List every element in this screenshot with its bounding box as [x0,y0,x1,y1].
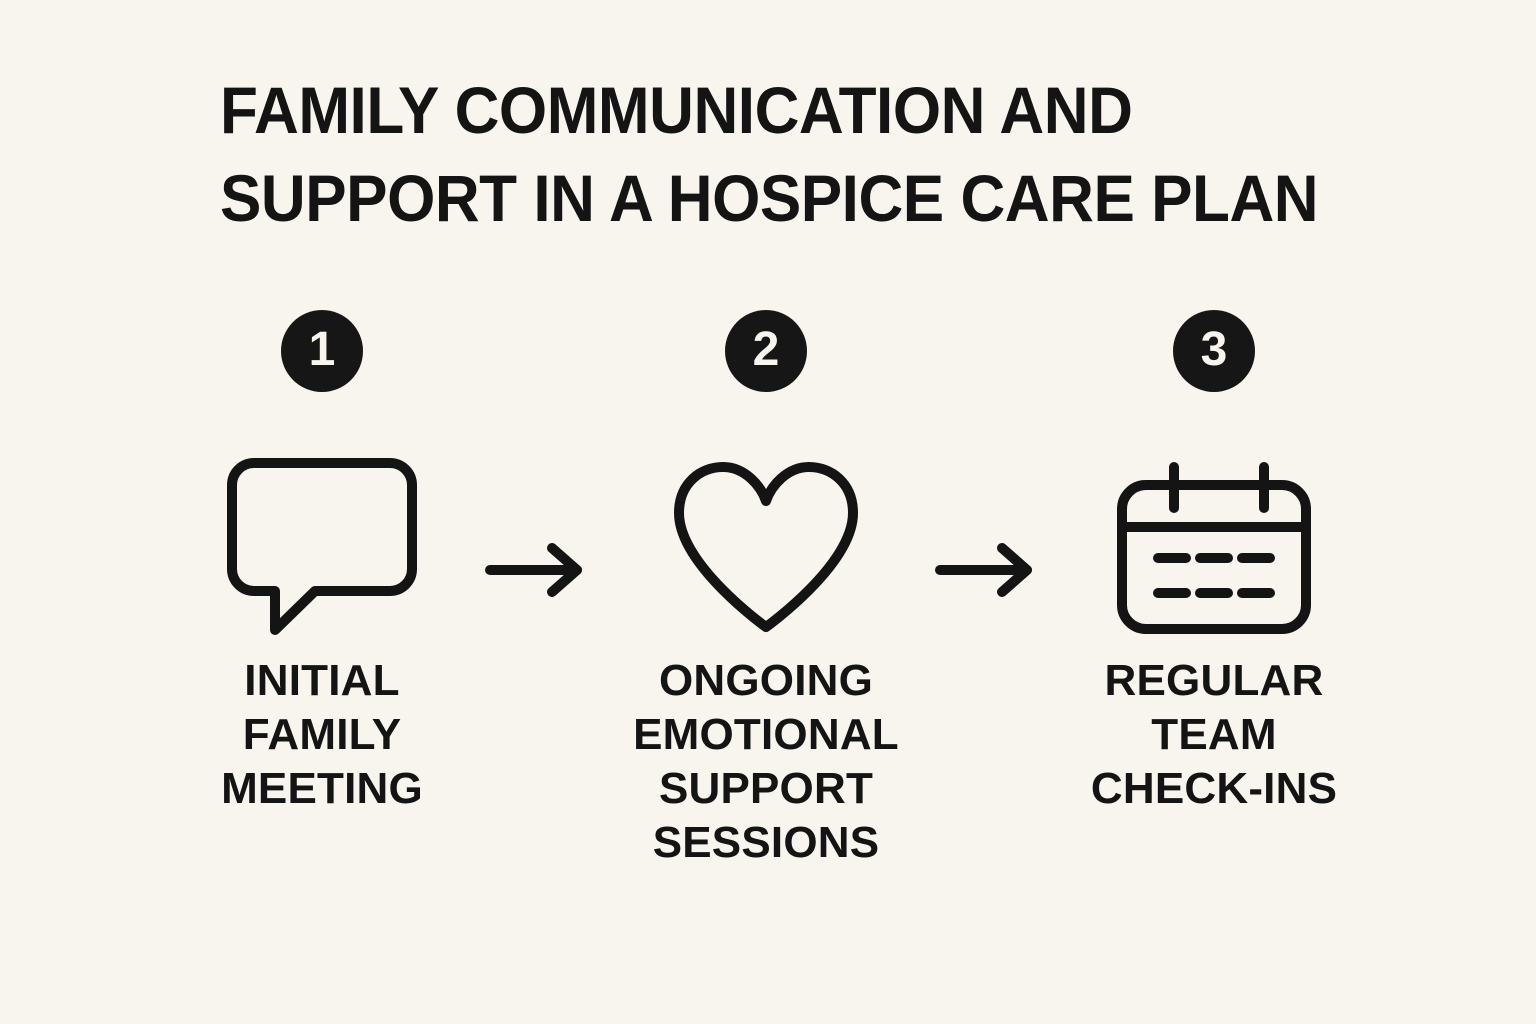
step-3-number-badge: 3 [1173,310,1255,392]
speech-bubble-icon [157,442,487,652]
step-1-number-badge: 1 [281,310,363,392]
arrow-right-icon-1 [482,540,592,600]
step-3-label: REGULAR TEAM CHECK-INS [1090,656,1338,813]
step-2-ongoing-emotional-support-sessions: 2 ONGOING EMOTIONAL SUPPORT SESSIONS [601,310,931,870]
step-2-label: ONGOING EMOTIONAL SUPPORT SESSIONS [633,656,899,867]
arrow-right-icon-2 [932,540,1042,600]
step-1-initial-family-meeting: 1 INITIAL FAMILY MEETING [157,310,487,816]
page-title-line-1: FAMILY COMMUNICATION AND [220,73,1133,147]
calendar-icon [1049,442,1379,652]
step-1-label: INITIAL FAMILY MEETING [221,656,423,813]
step-2-number-badge: 2 [725,310,807,392]
step-3-regular-team-check-ins: 3 [1049,310,1379,816]
page-title-line-2: SUPPORT IN A HOSPICE CARE PLAN [220,161,1319,235]
page-title: FAMILY COMMUNICATION AND SUPPORT IN A HO… [220,66,1340,242]
process-steps: 1 INITIAL FAMILY MEETING 2 ONGOING EMOTI… [0,310,1536,930]
heart-icon [601,442,931,652]
